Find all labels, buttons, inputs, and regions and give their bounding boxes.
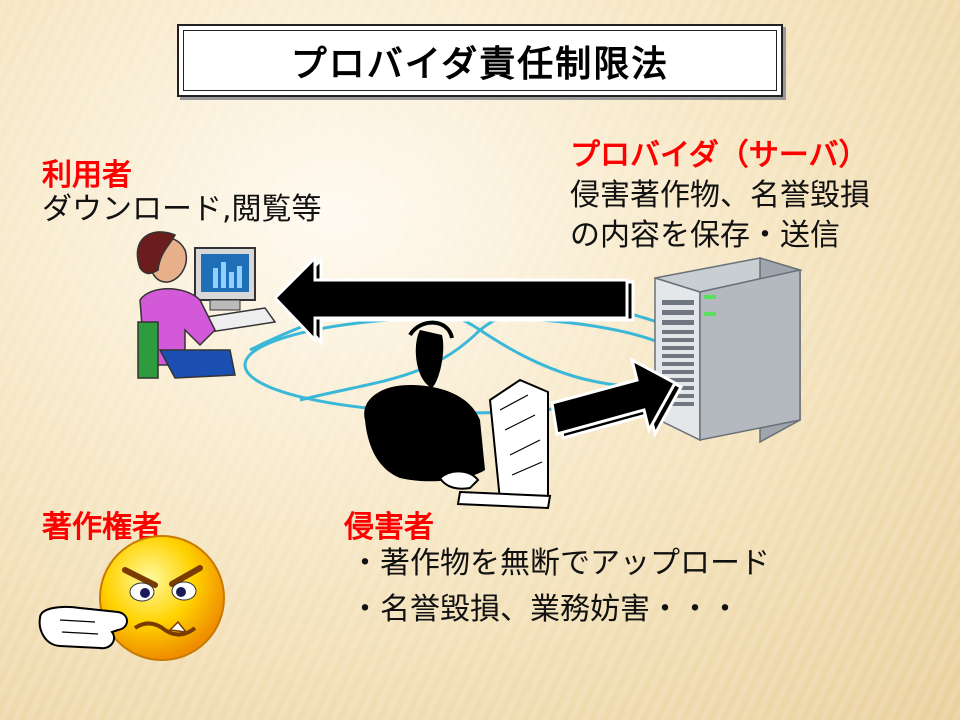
provider-label: プロバイダ（サーバ）	[570, 138, 869, 173]
infringer-line2: ・名誉毀損、業務妨害・・・	[350, 592, 740, 627]
slide-title: プロバイダ責任制限法	[290, 43, 670, 85]
download-arrow-icon	[272, 254, 635, 346]
infringer-line1: ・著作物を無断でアップロード	[350, 546, 770, 581]
provider-description-line2: の内容を保存・送信	[570, 218, 840, 253]
pointing-hand-icon	[38, 605, 128, 650]
provider-description-line1: 侵害著作物、名誉毀損	[570, 178, 870, 213]
infringer-silhouette-icon	[364, 320, 552, 510]
title-box: プロバイダ責任制限法	[177, 24, 783, 97]
angry-face-icon	[99, 535, 225, 661]
user-at-computer-icon	[136, 231, 277, 379]
infringer-label: 侵害者	[344, 510, 434, 545]
server-icon	[654, 256, 803, 444]
user-description: ダウンロード,閲覧等	[42, 192, 322, 227]
user-label: 利用者	[42, 158, 132, 193]
upload-arrow-icon	[550, 357, 684, 440]
